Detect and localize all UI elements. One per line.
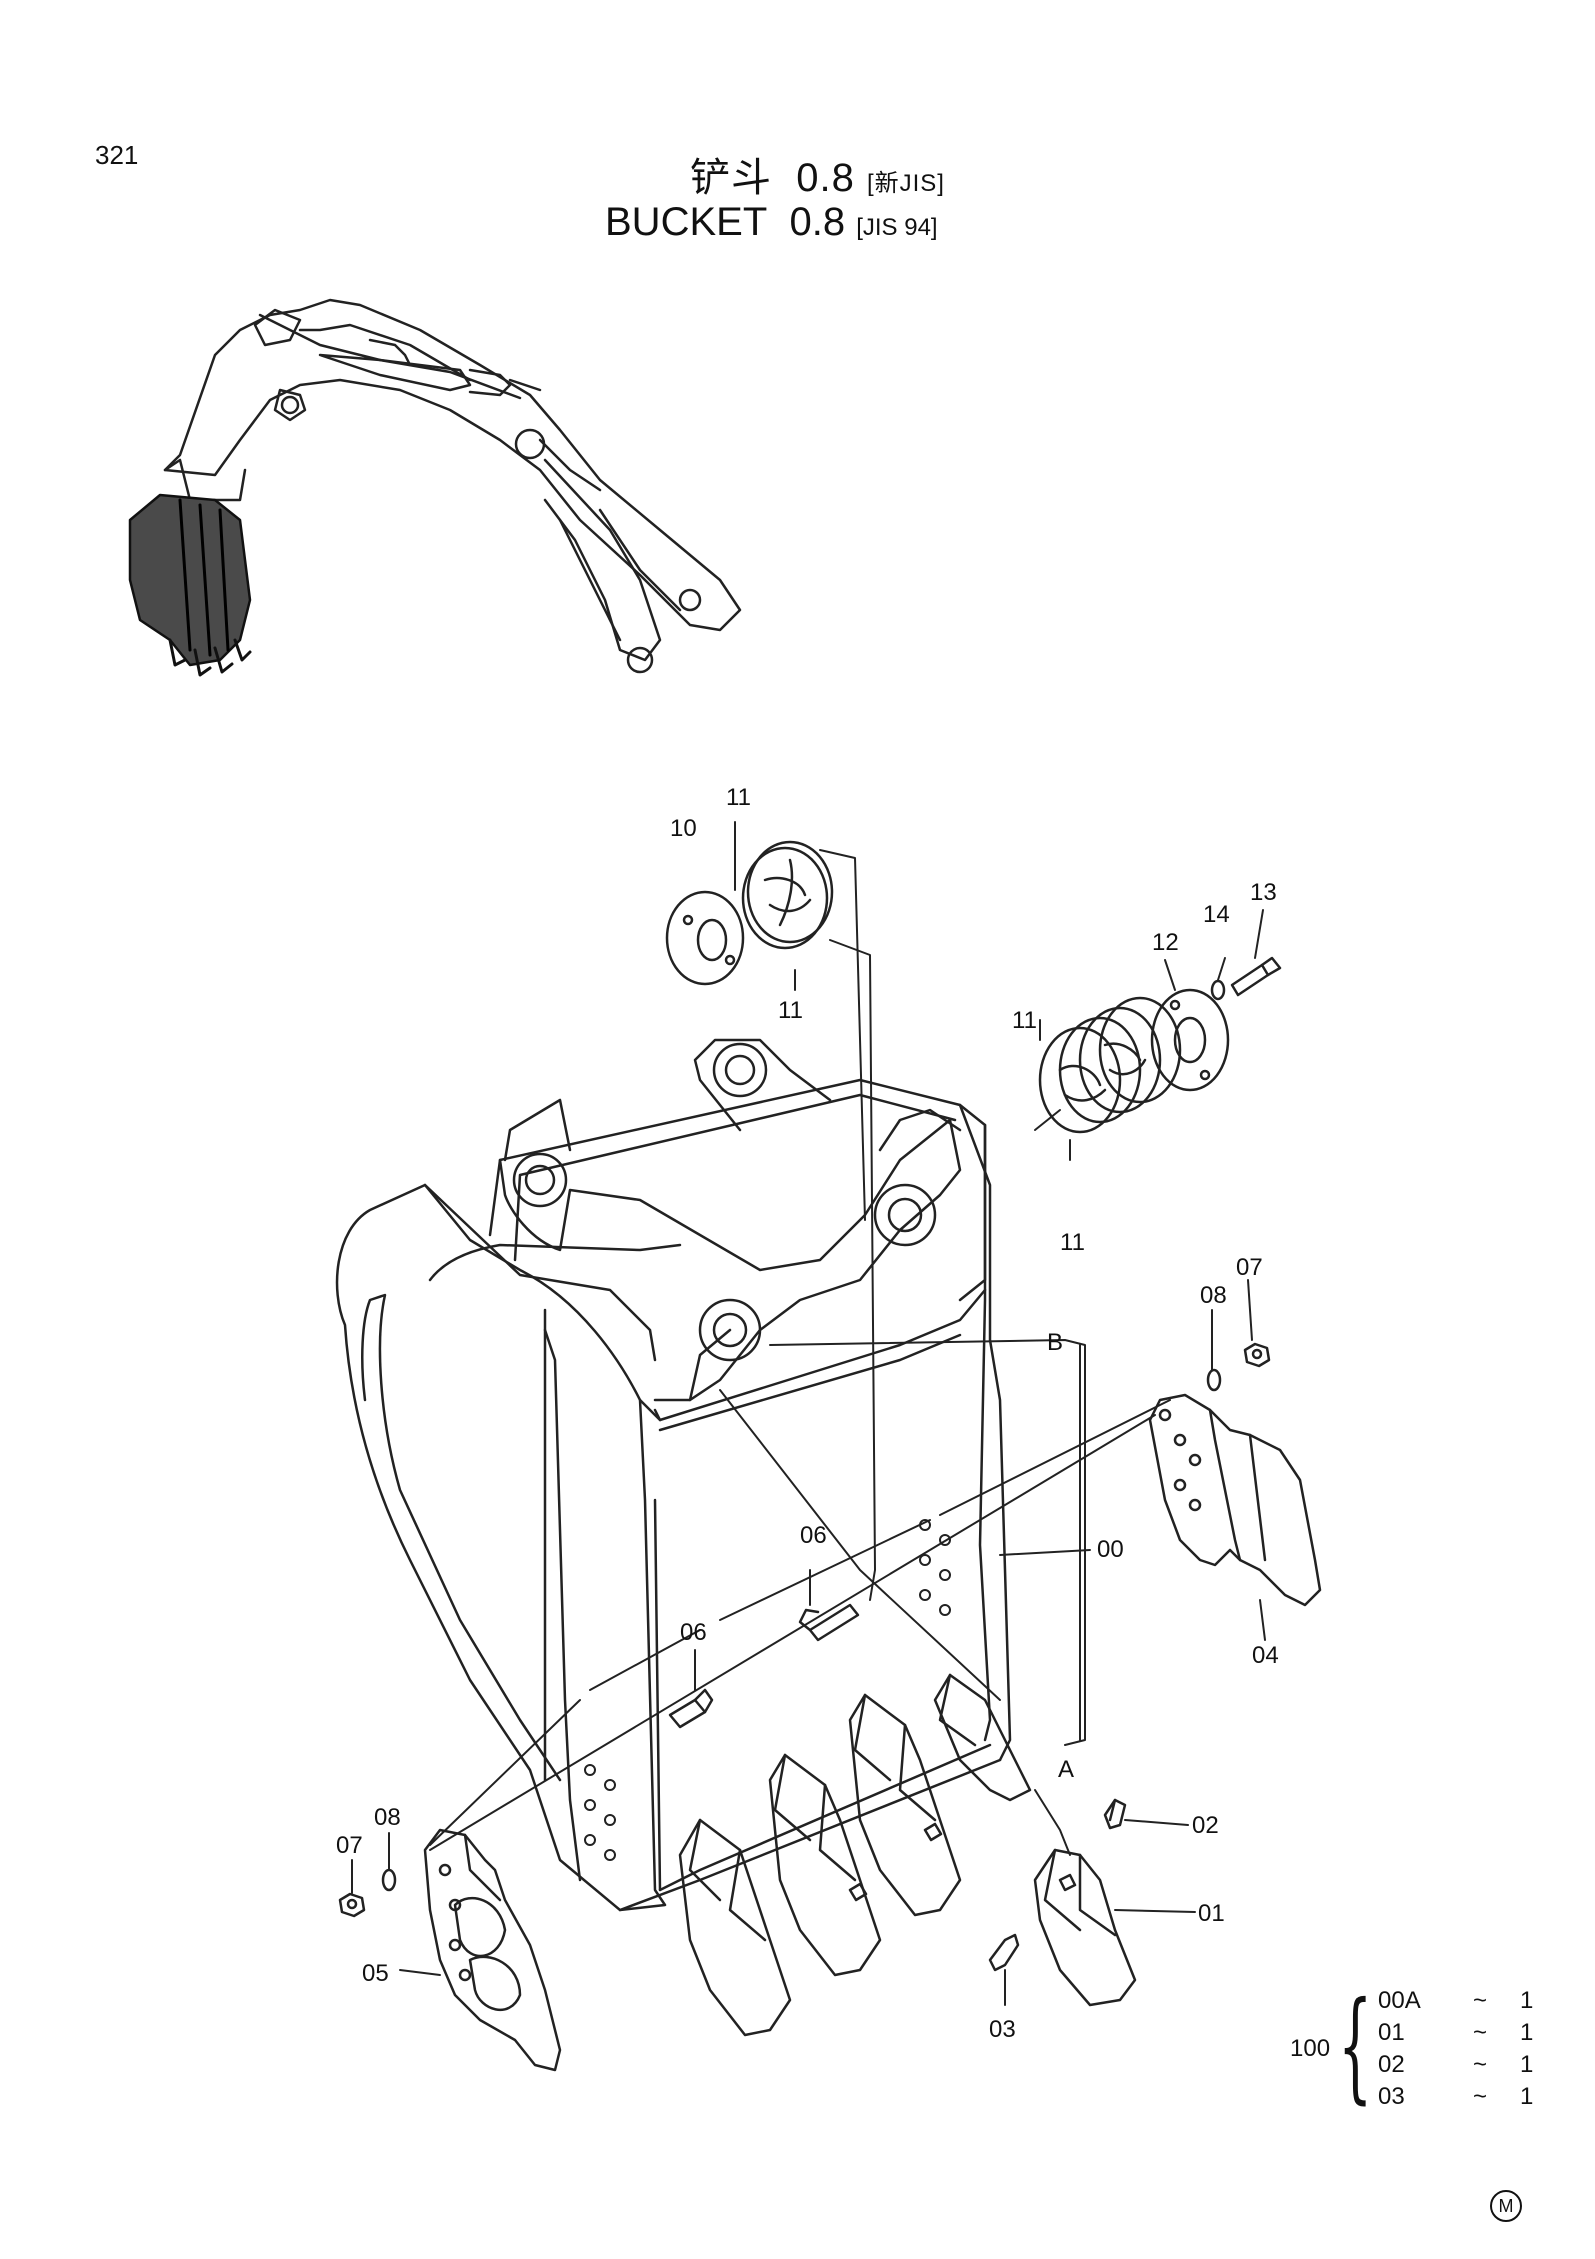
callout-14: 14 <box>1203 901 1230 928</box>
callout-04: 04 <box>1252 1642 1279 1669</box>
callout-05: 05 <box>362 1960 389 1987</box>
bucket-body <box>335 1038 1012 1912</box>
kit-row-qty: 1 <box>1520 1987 1534 2014</box>
callout-00: 00 <box>1097 1536 1124 1563</box>
page-number: 321 <box>95 140 139 170</box>
hardware-parts <box>338 956 1282 1918</box>
callout-11-right-lower: 11 <box>1060 1229 1085 1256</box>
title-cn-standard: [新JIS] <box>866 170 945 197</box>
excavator-arm-inset <box>128 298 742 677</box>
callout-06-middle: 06 <box>800 1522 827 1549</box>
callout-03: 03 <box>989 2016 1016 2043</box>
callout-11-top-lower: 11 <box>778 997 803 1024</box>
kit-row-sep: ~ <box>1472 2019 1487 2046</box>
callout-12: 12 <box>1152 929 1179 956</box>
kit-number: 100 <box>1290 2035 1331 2062</box>
kit-rows: 00A ~1 01 ~1 02 ~1 03 ~1 <box>1378 1985 1533 2113</box>
kit-row: 03 ~1 <box>1378 2081 1533 2113</box>
callout-10: 10 <box>670 815 697 842</box>
title-chinese: 铲斗 0.8 [新JIS] <box>690 145 945 203</box>
kit-row-code: 03 <box>1378 2083 1405 2110</box>
callout-06-left: 06 <box>680 1619 707 1646</box>
kit-row-sep: ~ <box>1472 1987 1487 2014</box>
callout-08-left: 08 <box>374 1804 401 1831</box>
kit-row-code: 00A <box>1378 1987 1421 2014</box>
kit-row-code: 02 <box>1378 2051 1405 2078</box>
title-en-size: 0.8 <box>789 200 846 244</box>
kit-row-qty: 1 <box>1520 2051 1534 2078</box>
shims-and-plates <box>665 840 1230 1134</box>
callout-labels: 00 01 02 03 04 05 06 06 07 07 08 08 10 1… <box>336 784 1279 2043</box>
lock-03-detail <box>988 1933 1020 1972</box>
title-en-name: BUCKET <box>605 200 768 244</box>
reference-b: B <box>1047 1329 1063 1356</box>
reference-a: A <box>1058 1756 1074 1783</box>
title-cn-name: 铲斗 <box>690 156 772 200</box>
kit-row-sep: ~ <box>1472 2051 1487 2078</box>
callout-07-right: 07 <box>1236 1254 1263 1281</box>
leader-lines <box>351 821 1266 2006</box>
kit-row-qty: 1 <box>1520 2083 1534 2110</box>
kit-row: 02 ~1 <box>1378 2049 1533 2081</box>
callout-11-top: 11 <box>726 784 751 811</box>
kit-row: 01 ~1 <box>1378 2017 1533 2049</box>
callout-02: 02 <box>1192 1812 1219 1839</box>
title-cn-size: 0.8 <box>796 156 855 200</box>
kit-row-sep: ~ <box>1472 2083 1487 2110</box>
title-en-standard: [JIS 94] <box>856 214 938 241</box>
corner-mark: M <box>1490 2190 1522 2222</box>
tooth-01-detail <box>1033 1848 1137 2007</box>
callout-11-right: 11 <box>1012 1007 1037 1034</box>
side-cutter-04 <box>1148 1393 1322 1607</box>
kit-row-qty: 1 <box>1520 2019 1534 2046</box>
callout-13: 13 <box>1250 879 1277 906</box>
pin-02-detail <box>1103 1798 1127 1830</box>
kit-row-code: 01 <box>1378 2019 1405 2046</box>
kit-row: 00A ~1 <box>1378 1985 1533 2017</box>
callout-07-left: 07 <box>336 1832 363 1859</box>
kit-brace: { <box>1338 1977 1373 2116</box>
side-cutter-05 <box>423 1828 562 2072</box>
callout-01: 01 <box>1198 1900 1225 1927</box>
callout-08-right: 08 <box>1200 1282 1227 1309</box>
bucket-teeth <box>678 1673 1032 2037</box>
title-english: BUCKET 0.8 [JIS 94] <box>605 200 938 245</box>
